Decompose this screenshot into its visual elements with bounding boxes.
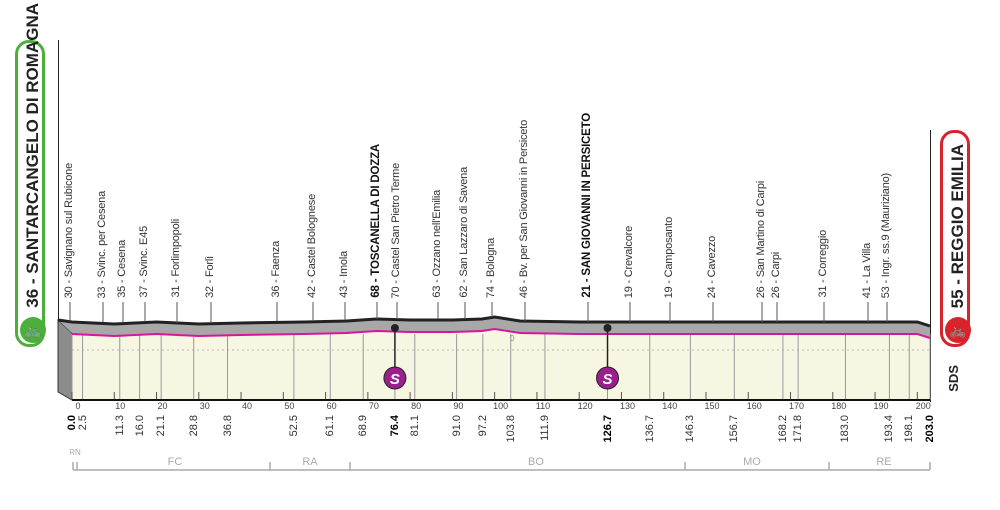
place-label: 19 - Crevalcore	[623, 225, 635, 298]
axis-tick-label: 20	[157, 401, 168, 411]
km-mark: 11.3	[113, 415, 126, 436]
axis-tick-label: 60	[326, 401, 337, 411]
place-label: 26 - Carpi	[770, 251, 782, 298]
axis-tick-label: 40	[242, 401, 253, 411]
axis-tick-label: 120	[577, 401, 593, 411]
km-mark: 81.1	[408, 415, 421, 437]
place-label: 43 - Imola	[338, 251, 350, 298]
axis-tick-label: 30	[199, 401, 210, 411]
place-label: 42 - Castel Bolognese	[306, 193, 318, 298]
km-mark: 2.5	[76, 415, 89, 431]
km-mark: 91.0	[450, 415, 463, 437]
axis-tick-label: 100	[493, 401, 509, 411]
axis-tick-label: 180	[831, 401, 847, 411]
axis-tick-label: 140	[662, 401, 678, 411]
axis-tick-label: 0	[75, 401, 81, 411]
km-mark: 61.1	[324, 415, 337, 437]
km-mark: 36.8	[221, 415, 234, 437]
km-mark: 171.8	[792, 415, 805, 443]
sprint-dot	[390, 324, 399, 332]
finish-badge: 55 - REGGIO EMILIA 🚲	[940, 130, 971, 347]
km-mark: 103.8	[504, 415, 517, 443]
zero-label: 0	[510, 334, 515, 343]
km-mark: 156.7	[728, 415, 741, 443]
profile-side-face	[57, 318, 73, 401]
axis-tick-label: 70	[368, 401, 379, 411]
sprint-dot	[603, 324, 612, 332]
region-label: RN	[69, 448, 81, 457]
km-mark: 136.7	[643, 415, 656, 443]
start-badge: 36 - SANTARCANGELO DI ROMAGNA 🚲	[15, 3, 46, 347]
place-label: 35 - Cesena	[116, 240, 128, 298]
axis-tick-label: 150	[704, 401, 720, 411]
region-label: MO	[743, 456, 761, 468]
axis-tick-label: 200	[915, 401, 931, 411]
place-label: 74 - Bologna	[485, 238, 497, 298]
place-label: 41 - La Villa	[861, 242, 873, 298]
axis-tick-label: 170	[789, 401, 805, 411]
region-label: RE	[876, 456, 892, 468]
sprint-icon	[383, 366, 407, 390]
place-label: 24 - Cavezzo	[706, 235, 718, 298]
start-line	[58, 40, 59, 322]
km-mark: 68.9	[357, 415, 370, 437]
place-label: 32 - Forlì	[204, 255, 216, 298]
km-mark: 146.3	[684, 415, 697, 443]
km-mark: 21.1	[155, 415, 168, 437]
km-mark: 198.1	[903, 415, 916, 443]
place-label: 21 - SAN GIOVANNI IN PERSICETO	[581, 113, 593, 298]
bike-icon: 🚲	[945, 317, 971, 343]
region-label: BO	[528, 456, 544, 468]
km-mark: 76.4	[388, 415, 401, 437]
place-label: 36 - Faenza	[270, 241, 282, 298]
region-label: RA	[302, 456, 318, 468]
place-label: 70 - Castel San Pietro Terme	[390, 162, 402, 298]
profile-top-line	[57, 315, 931, 328]
place-label: 63 - Ozzano nell'Emilia	[431, 190, 443, 298]
km-mark: 193.4	[883, 415, 896, 443]
place-label: 33 - Svinc. per Cesena	[96, 190, 108, 299]
axis-tick-label: 90	[453, 401, 464, 411]
km-mark: 16.0	[133, 415, 146, 437]
axis-tick-label: 130	[619, 401, 635, 411]
place-label: 30 - Savignano sul Rubicone	[63, 162, 75, 298]
place-label: 26 - San Martino di Carpi	[755, 180, 767, 298]
sprint-icon	[596, 366, 620, 390]
sprint-icon-label: S	[390, 371, 400, 388]
place-label: 68 - TOSCANELLA DI DOZZA	[370, 144, 382, 298]
place-label: 62 - San Lazzaro di Savena	[458, 167, 470, 298]
region-label: FC	[167, 456, 183, 468]
place-label: 53 - Ingr. ss.9 (Mauriziano)	[880, 172, 892, 298]
axis-tick-label: 160	[746, 401, 762, 411]
axis-tick-label: 190	[873, 401, 889, 411]
km-mark: 52.5	[287, 415, 300, 437]
km-mark: 183.0	[839, 415, 852, 443]
km-mark: 28.8	[187, 415, 200, 437]
sprint-icon-label: S	[603, 371, 613, 388]
place-label: 31 - Correggio	[817, 230, 829, 298]
km-mark: 97.2	[476, 415, 489, 437]
km-mark: 111.9	[538, 415, 551, 441]
place-label: 46 - Bv. per San Giovanni in Persiceto	[518, 119, 530, 298]
km-mark: 126.7	[601, 415, 614, 443]
axis-tick-label: 80	[411, 401, 422, 411]
plot-area	[72, 330, 930, 400]
axis-tick-label: 10	[115, 401, 126, 411]
place-label: 19 - Camposanto	[663, 216, 675, 298]
bike-icon: 🚲	[20, 317, 46, 343]
km-mark: 168.2	[776, 415, 789, 443]
sds-logo: SDS	[946, 365, 961, 392]
place-label: 31 - Forlimpopoli	[170, 219, 182, 298]
altitude-line	[71, 327, 931, 339]
km-mark: 203.0	[924, 415, 936, 443]
finish-line	[930, 130, 931, 402]
axis-tick-label: 110	[535, 401, 551, 411]
axis-tick-label: 50	[284, 401, 295, 411]
place-label: 37 - Svinc. E45	[138, 226, 150, 298]
